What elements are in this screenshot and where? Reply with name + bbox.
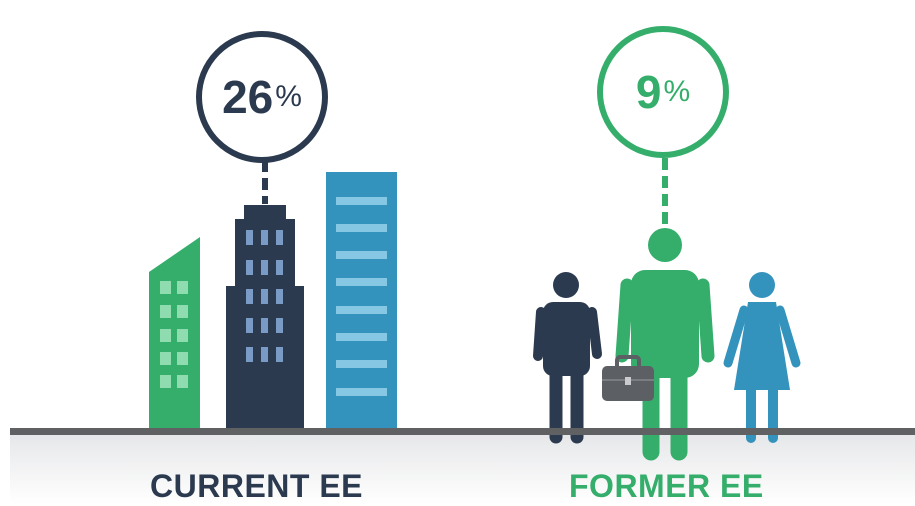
woman-icon (723, 272, 801, 443)
person-icon (615, 228, 715, 461)
former-label: FORMER EE (569, 468, 764, 504)
briefcase-icon (602, 355, 654, 401)
green-building-icon (149, 237, 200, 430)
current-label: CURRENT EE (150, 468, 364, 504)
current-stat-value: 26 (222, 71, 274, 123)
blue-building-icon (326, 172, 397, 430)
current-stat-circle: 26% (196, 31, 328, 163)
former-stat-unit: % (663, 75, 691, 108)
current-stat-unit: % (275, 80, 302, 113)
ground-line (10, 428, 915, 435)
former-stat-circle: 9% (597, 26, 729, 158)
ground-shadow (10, 434, 915, 504)
navy-skyscraper-icon (226, 205, 304, 430)
former-stat-value: 9 (635, 66, 662, 118)
man-icon (533, 272, 602, 444)
